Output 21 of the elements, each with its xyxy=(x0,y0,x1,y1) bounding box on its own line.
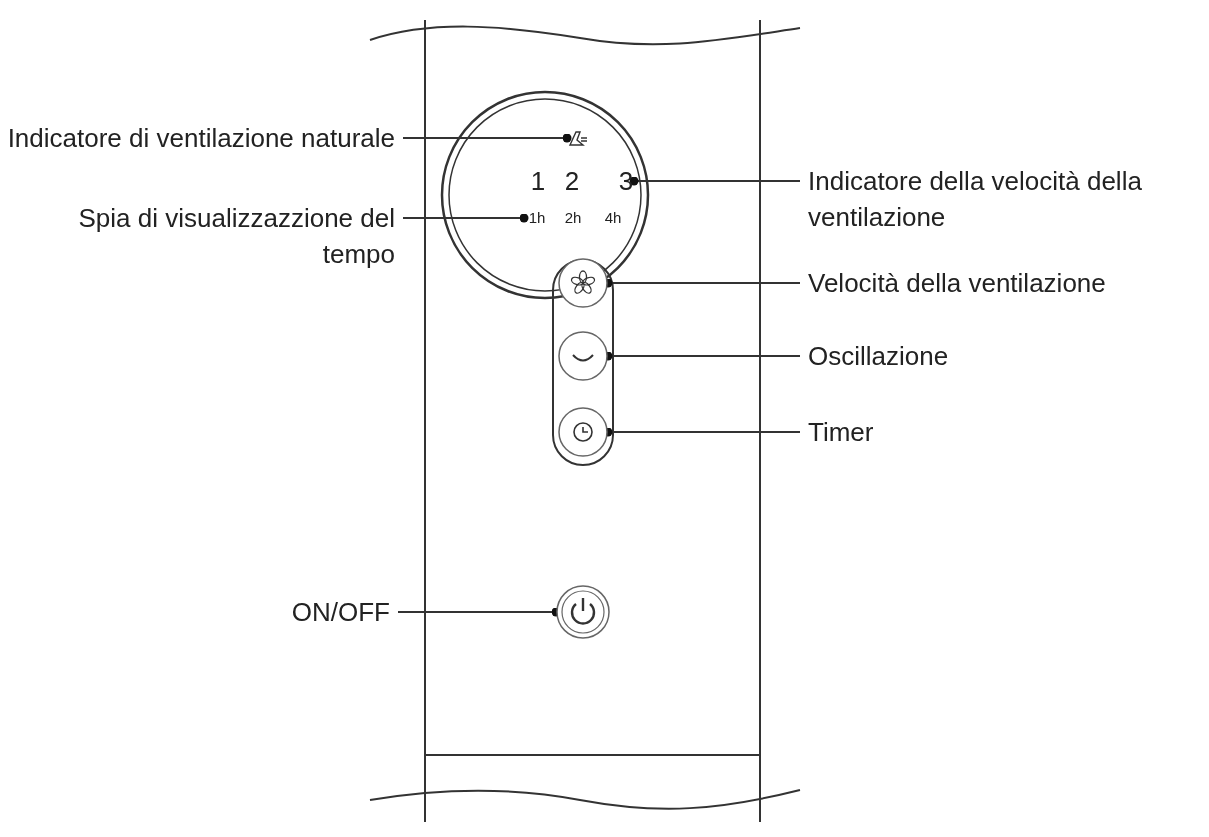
power-button xyxy=(556,585,610,639)
leader-line xyxy=(629,176,801,186)
speed-indicator: 2 xyxy=(563,166,581,196)
leader-line xyxy=(402,213,529,223)
speed-indicator: 1 xyxy=(529,166,547,196)
callout-label: Oscillazione xyxy=(808,338,1208,374)
timer-indicator: 2h xyxy=(563,208,583,228)
callout-label: ON/OFF xyxy=(0,594,390,630)
oscillation-button xyxy=(558,331,608,381)
callout-label: Timer xyxy=(808,414,1208,450)
callout-label: Indicatore di ventilazione naturale xyxy=(0,120,395,156)
callout-label: Spia di visualizzazzione del tempo xyxy=(0,200,395,272)
callout-label: Velocità della ventilazione xyxy=(808,265,1208,301)
timer-indicator: 4h xyxy=(603,208,623,228)
callout-label: Indicatore della velocità della ventilazione xyxy=(808,163,1208,235)
natural-ventilation-icon xyxy=(567,128,589,148)
timer-button xyxy=(558,407,608,457)
speed-indicator: 3 xyxy=(618,166,634,196)
fan-speed-button xyxy=(558,258,608,308)
leader-line xyxy=(402,133,572,143)
timer-indicator: 1h xyxy=(524,205,550,231)
